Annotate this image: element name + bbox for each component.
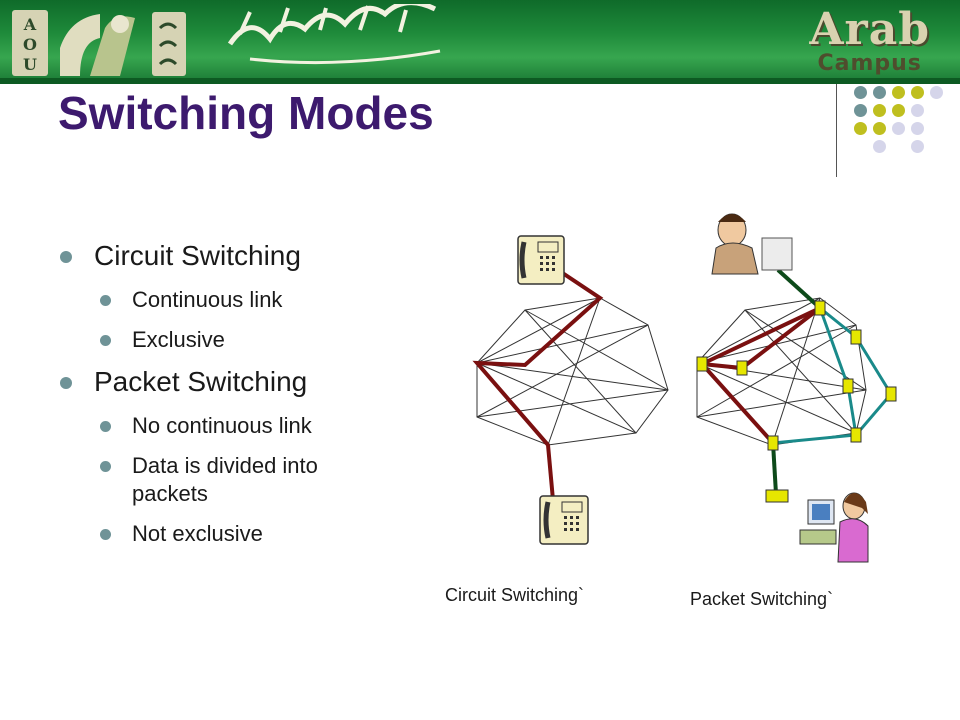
svg-text:U: U — [23, 55, 37, 74]
decorative-dot — [892, 86, 905, 99]
circuit-caption: Circuit Switching` — [445, 585, 584, 605]
telephone-icon — [517, 235, 565, 285]
decorative-dot — [911, 104, 924, 117]
bullet-packet-switching: Packet Switching — [60, 366, 390, 398]
switching-diagram: Circuit Switching` Packet Switching` — [445, 213, 897, 609]
sub-bullet: No continuous link — [60, 412, 390, 440]
packet-caption: Packet Switching` — [690, 589, 833, 609]
aou-logo: A O U — [12, 10, 186, 76]
banner-stripe — [0, 78, 960, 84]
svg-text:A: A — [23, 15, 37, 34]
person-at-computer-icon — [711, 213, 793, 275]
header-banner: A O U Arab Campus — [0, 0, 960, 82]
svg-text:O: O — [23, 35, 37, 54]
decorative-dot — [873, 104, 886, 117]
brand-sub: Campus — [817, 51, 922, 76]
circuit-network — [472, 256, 669, 501]
person-at-computer-icon — [799, 492, 869, 563]
sub-bullet: Exclusive — [60, 326, 390, 354]
decorative-dot — [873, 140, 886, 153]
decorative-dot — [892, 104, 905, 117]
decorative-dot — [911, 122, 924, 135]
decorative-dot — [873, 86, 886, 99]
arab-campus-logo: Arab Campus — [809, 8, 930, 76]
brand-word: Arab — [809, 4, 930, 55]
slide-title: Switching Modes — [58, 87, 434, 139]
decorative-dot — [930, 86, 943, 99]
decorative-dot — [911, 140, 924, 153]
bullet-list: Circuit Switching Continuous link Exclus… — [60, 240, 390, 560]
sub-bullet: Data is divided into packets — [60, 452, 390, 508]
decorative-dot — [892, 122, 905, 135]
bullet-circuit-switching: Circuit Switching — [60, 240, 390, 272]
decorative-dot — [873, 122, 886, 135]
sub-bullet: Continuous link — [60, 286, 390, 314]
decorative-dot — [911, 86, 924, 99]
title-divider — [836, 84, 837, 177]
packet-network — [696, 268, 897, 503]
calligraphy-emblem — [227, 4, 441, 65]
decorative-dot — [854, 122, 867, 135]
decorative-dot — [854, 86, 867, 99]
telephone-icon — [539, 495, 589, 545]
sub-bullet: Not exclusive — [60, 520, 390, 548]
decorative-dot — [854, 104, 867, 117]
